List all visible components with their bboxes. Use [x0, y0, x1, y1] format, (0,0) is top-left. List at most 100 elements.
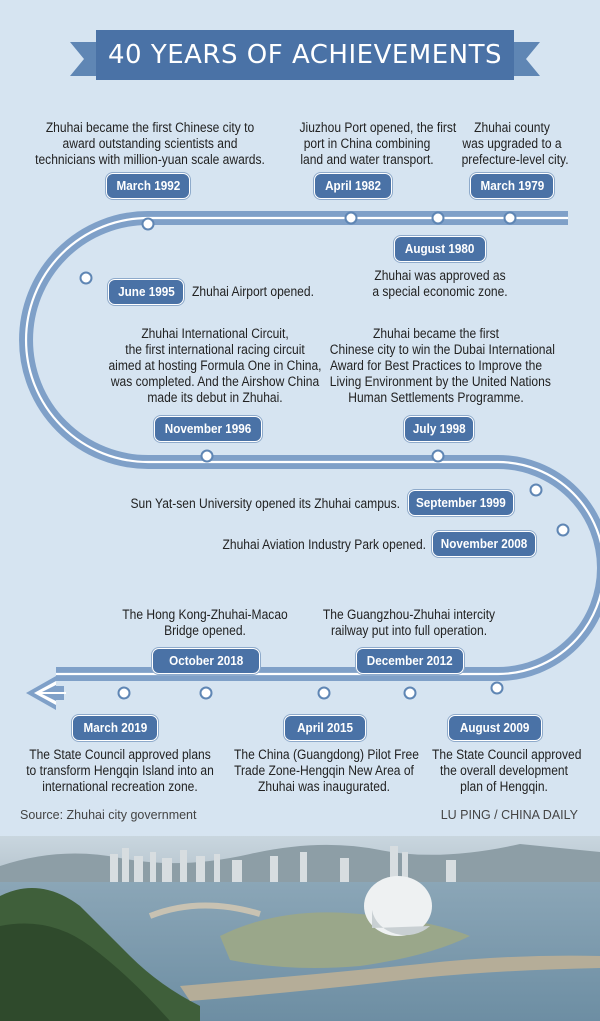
date-badge-march-1979: March 1979: [470, 173, 554, 199]
event-line: Zhuhai became the first: [373, 326, 499, 341]
milestone-dot: [503, 211, 517, 225]
timeline-road: [19, 211, 600, 710]
event-line: international recreation zone.: [42, 779, 198, 794]
event-line: The China (Guangdong) Pilot Free: [234, 747, 419, 762]
date-badge-november-1996: November 1996: [154, 416, 262, 442]
event-line: Human Settlements Programme.: [348, 390, 524, 405]
event-line: the first international racing circuit: [125, 342, 305, 357]
date-label: July 1998: [412, 421, 466, 436]
event-line: technicians with million-yuan scale awar…: [35, 152, 265, 167]
event-line: Zhuhai county: [474, 120, 550, 135]
event-line: Zhuhai Aviation Industry Park opened.: [222, 537, 426, 552]
milestone-dot: [490, 681, 504, 695]
event-text-march-1992: Zhuhai became the first Chinese city to …: [33, 120, 267, 168]
event-line: The Guangzhou-Zhuhai intercity: [322, 607, 496, 622]
photo-shoreline: [180, 955, 600, 1001]
event-line: Bridge opened.: [164, 623, 246, 638]
date-badge-december-2012: December 2012: [356, 648, 464, 674]
event-line: aimed at hosting Formula One in China,: [108, 358, 322, 373]
event-text-april-1982: Jiuzhou Port opened, the first port in C…: [299, 120, 457, 168]
event-line: Trade Zone-Hengqin New Area of: [234, 763, 414, 778]
event-line: Zhuhai Airport opened.: [192, 284, 314, 299]
date-badge-june-1995: June 1995: [108, 279, 184, 305]
event-text-november-2008: Zhuhai Aviation Industry Park opened.: [196, 537, 426, 553]
date-label: October 2018: [168, 653, 244, 668]
event-line: railway put into full operation.: [330, 623, 488, 638]
event-text-december-2012: The Guangzhou-Zhuhai intercity railway p…: [311, 607, 507, 639]
event-line: The State Council approved: [432, 747, 582, 762]
date-label: March 1992: [116, 178, 180, 193]
milestone-dot: [431, 449, 445, 463]
date-label: September 1999: [416, 495, 506, 510]
event-line: Jiuzhou Port opened, the first: [299, 120, 457, 135]
date-label: August 1980: [405, 241, 475, 256]
banner-ribbon: [96, 30, 514, 80]
event-line: Zhuhai was approved as: [374, 268, 506, 283]
event-line: plan of Hengqin.: [460, 779, 548, 794]
milestone-dot: [317, 686, 331, 700]
date-badge-november-2008: November 2008: [432, 531, 536, 557]
source-note: Source: Zhuhai city government: [20, 808, 197, 822]
title-banner: 40 YEARS OF ACHIEVEMENTS: [70, 30, 514, 80]
event-line: award outstanding scientists and: [62, 136, 238, 151]
milestone-dot: [431, 211, 445, 225]
milestone-dot: [200, 449, 214, 463]
date-label: June 1995: [117, 284, 175, 299]
road-center-line: [24, 216, 600, 676]
event-text-july-1998: Zhuhai became the first Chinese city to …: [329, 326, 555, 406]
milestone-dot: [141, 217, 155, 231]
event-line: Award for Best Practices to Improve the: [329, 358, 543, 373]
event-line: The Hong Kong-Zhuhai-Macao: [122, 607, 288, 622]
date-badge-march-1992: March 1992: [106, 173, 190, 199]
event-line: to transform Hengqin Island into an: [26, 763, 214, 778]
photo-dome-building: [364, 876, 432, 936]
photo-left-hill-shade: [0, 923, 170, 1021]
photo-causeway: [148, 902, 261, 919]
date-badge-july-1998: July 1998: [404, 416, 474, 442]
event-line: Zhuhai International Circuit,: [141, 326, 289, 341]
event-line: was upgraded to a: [462, 136, 562, 151]
event-text-august-1980: Zhuhai was approved as a special economi…: [368, 268, 512, 300]
page-title: 40 YEARS OF ACHIEVEMENTS: [107, 40, 502, 70]
date-badge-august-1980: August 1980: [394, 236, 486, 262]
event-line: made its debut in Zhuhai.: [147, 390, 283, 405]
timeline-panel: [0, 0, 600, 836]
event-text-october-2018: The Hong Kong-Zhuhai-Macao Bridge opened…: [111, 607, 300, 639]
event-text-march-1979: Zhuhai county was upgraded to a prefectu…: [462, 120, 569, 168]
event-text-april-2015: The China (Guangdong) Pilot Free Trade Z…: [234, 747, 419, 795]
date-label: March 2019: [83, 720, 147, 735]
milestone-dot: [199, 686, 213, 700]
date-label: November 1996: [164, 421, 252, 436]
event-text-august-2009: The State Council approved the overall d…: [432, 747, 582, 795]
event-line: the overall development: [440, 763, 568, 778]
event-text-november-1996: Zhuhai International Circuit, the first …: [103, 326, 328, 406]
event-line: was completed. And the Airshow China: [110, 374, 320, 389]
milestone-dot: [79, 271, 93, 285]
date-badge-october-2018: October 2018: [152, 648, 260, 674]
date-badge-april-2015: April 2015: [284, 715, 366, 741]
aerial-photo-hengqin: [0, 836, 600, 1021]
milestone-dot: [403, 686, 417, 700]
event-line: port in China combining: [303, 136, 431, 151]
event-line: The State Council approved plans: [29, 747, 211, 762]
event-line: a special economic zone.: [372, 284, 508, 299]
date-label: December 2012: [367, 653, 453, 668]
date-badge-march-2019: March 2019: [72, 715, 158, 741]
event-line: Chinese city to win the Dubai Internatio…: [329, 342, 555, 357]
milestone-dot: [556, 523, 570, 537]
milestone-dot: [529, 483, 543, 497]
milestone-dot: [344, 211, 358, 225]
date-badge-april-1982: April 1982: [314, 173, 392, 199]
milestone-dot: [117, 686, 131, 700]
event-line: land and water transport.: [300, 152, 434, 167]
event-line: Zhuhai was inaugurated.: [258, 779, 390, 794]
event-text-september-1999: Sun Yat-sen University opened its Zhuhai…: [130, 496, 400, 512]
event-line: Sun Yat-sen University opened its Zhuhai…: [130, 496, 400, 511]
date-label: August 2009: [460, 720, 530, 735]
event-line: Living Environment by the United Nations: [329, 374, 551, 389]
date-label: March 1979: [480, 178, 544, 193]
event-text-march-2019: The State Council approved plans to tran…: [25, 747, 216, 795]
event-text-june-1995: Zhuhai Airport opened.: [192, 284, 336, 300]
date-badge-august-2009: August 2009: [448, 715, 542, 741]
